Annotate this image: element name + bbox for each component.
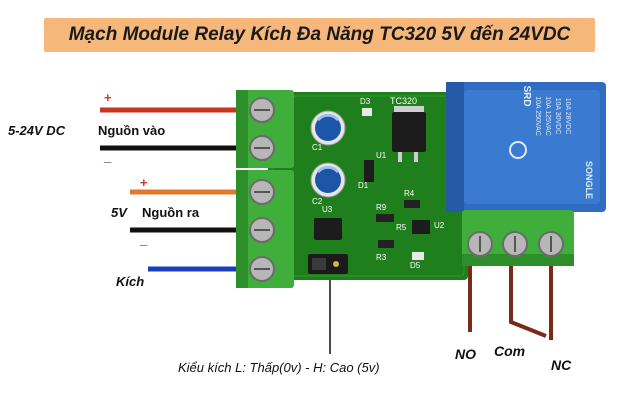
relay-rating: 10A 30VDC	[554, 98, 561, 135]
diode-component	[364, 160, 374, 182]
output-power-label: Nguồn ra	[142, 205, 200, 220]
relay-brand: SONGLE	[584, 161, 594, 199]
board-designator-c1: C1	[312, 143, 323, 152]
resistor-r4	[404, 200, 420, 208]
led-d5	[412, 252, 424, 260]
output-plus-sign: +	[140, 175, 148, 190]
relay: SRD 10A 250VAC 10A 125VAC 10A 30VDC 10A …	[446, 82, 606, 212]
transistor-u2	[412, 220, 430, 234]
board-designator-d5: D5	[410, 261, 421, 270]
output-minus-sign: _	[140, 232, 148, 247]
board-designator-u3: U3	[322, 205, 333, 214]
trigger-mode-jumper[interactable]	[308, 254, 348, 274]
output-voltage-label: 5V	[111, 205, 127, 220]
trigger-mode-label: Kiểu kích L: Thấp(0v) - H: Cao (5v)	[178, 360, 380, 375]
board-designator-r3: R3	[376, 253, 387, 262]
resistor-r9	[376, 214, 394, 222]
relay-nc-label: NC	[551, 357, 572, 373]
board-designator-d1: D1	[358, 181, 369, 190]
board-designator-d3: D3	[360, 97, 371, 106]
relay-logo-icon	[509, 141, 527, 159]
title-banner: Mạch Module Relay Kích Đa Năng TC320 5V …	[44, 18, 595, 52]
relay-terminal-block	[462, 210, 574, 266]
board-designator-r4: R4	[404, 189, 415, 198]
relay-code: SRD	[521, 85, 532, 106]
led-d3	[362, 108, 372, 116]
relay-rating: 10A 125VAC	[544, 96, 551, 136]
ic-u3	[314, 218, 342, 240]
regulator-chip	[392, 106, 426, 162]
capacitor-c1	[310, 110, 346, 146]
relay-no-label: NO	[455, 346, 476, 362]
output-trigger-terminal-block	[236, 170, 294, 288]
trigger-label: Kích	[116, 274, 145, 289]
resistor-r3	[378, 240, 394, 248]
input-voltage-label: 5-24V DC	[8, 123, 66, 138]
input-plus-sign: +	[104, 90, 112, 105]
board-designator-c2: C2	[312, 197, 323, 206]
relay-rating: 10A 250VAC	[534, 96, 541, 136]
board-designator-r5: R5	[396, 223, 407, 232]
input-minus-sign: _	[104, 149, 112, 164]
capacitor-c2	[310, 162, 346, 198]
relay-rating: 10A 28VDC	[564, 98, 571, 135]
board-designator-r9: R9	[376, 203, 387, 212]
board-designator-u2: U2	[434, 221, 445, 230]
input-terminal-block	[236, 90, 294, 168]
board-designator-u1: U1	[376, 151, 387, 160]
input-power-label: Nguồn vào	[98, 123, 166, 138]
wire-com	[509, 266, 547, 338]
relay-com-label: Com	[494, 343, 526, 359]
title-text: Mạch Module Relay Kích Đa Năng TC320 5V …	[68, 24, 571, 45]
board-label-model: TC320	[390, 96, 417, 106]
